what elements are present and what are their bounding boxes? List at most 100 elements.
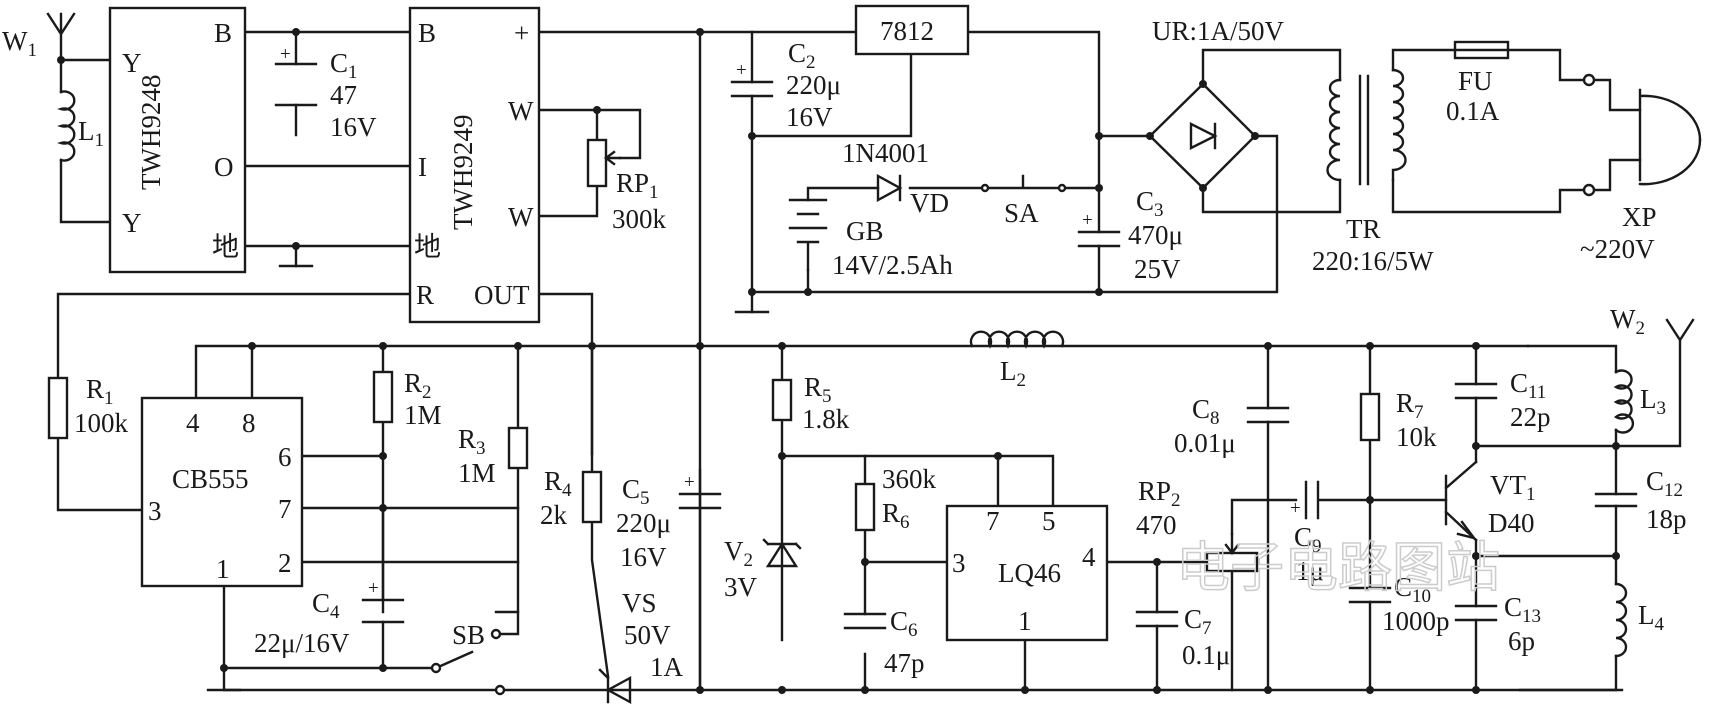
twh9249-pin-r: R — [416, 280, 434, 310]
svg-text:R1: R1 — [86, 374, 114, 409]
regulator-name: 7812 — [880, 16, 934, 46]
svg-text:+: + — [280, 44, 291, 65]
svg-text:XP: XP — [1622, 202, 1657, 232]
svg-text:GB: GB — [846, 216, 884, 246]
svg-text:C2: C2 — [788, 38, 816, 73]
twh9249-pin-w1: W — [508, 96, 534, 126]
svg-text:+: + — [736, 60, 747, 81]
svg-text:47: 47 — [330, 80, 357, 110]
lq46-pin5: 5 — [1042, 506, 1056, 536]
svg-text:1N4001: 1N4001 — [842, 138, 929, 168]
cb555-pin3: 3 — [148, 496, 162, 526]
inductor-l2: L2 — [969, 330, 1065, 391]
twh9249-pin-out: OUT — [474, 280, 530, 310]
svg-text:R4: R4 — [544, 466, 572, 501]
svg-text:220μ: 220μ — [786, 70, 841, 100]
svg-text:C10: C10 — [1394, 572, 1431, 607]
capacitor-c3: + C3 470μ 25V — [1077, 186, 1183, 284]
svg-text:220μ: 220μ — [616, 508, 671, 538]
svg-text:470μ: 470μ — [1128, 220, 1183, 250]
svg-text:16V: 16V — [330, 112, 377, 142]
svg-text:14V/2.5Ah: 14V/2.5Ah — [832, 250, 953, 280]
twh9249-pin-gnd: 地 — [414, 232, 441, 262]
svg-text:SB: SB — [452, 620, 485, 650]
toggle-switch — [430, 662, 506, 696]
twh9249-pin-w2: W — [508, 202, 534, 232]
capacitor-c11: C11 22p — [1454, 368, 1551, 432]
svg-text:18p: 18p — [1646, 504, 1687, 534]
inductor-l3: L3 — [1613, 369, 1666, 434]
ic-cb555-name: CB555 — [172, 464, 249, 494]
svg-text:+: + — [684, 472, 695, 493]
twh9248-pin-y2: Y — [122, 208, 142, 238]
capacitor-c13: C13 6p — [1454, 592, 1541, 656]
svg-text:47p: 47p — [884, 648, 925, 678]
resistor-r2: R2 1M — [372, 368, 442, 430]
zener-v2: V2 3V — [724, 536, 802, 602]
svg-text:1A: 1A — [650, 652, 684, 682]
lq46-pin7: 7 — [986, 506, 1000, 536]
svg-text:1M: 1M — [458, 458, 496, 488]
ground-symbols — [206, 264, 770, 692]
svg-text:220:16/5W: 220:16/5W — [1312, 246, 1434, 276]
svg-text:C7: C7 — [1184, 604, 1212, 639]
svg-text:L4: L4 — [1638, 600, 1665, 635]
battery-gb: GB 14V/2.5Ah — [788, 198, 953, 280]
svg-text:2k: 2k — [540, 500, 568, 530]
ic-cb555: CB555 4 8 6 7 3 2 1 — [140, 396, 304, 588]
svg-text:C4: C4 — [312, 588, 340, 623]
svg-text:VD: VD — [910, 188, 949, 218]
svg-text:C13: C13 — [1504, 592, 1541, 627]
svg-text:+: + — [1290, 498, 1301, 519]
cb555-pin6: 6 — [278, 442, 292, 472]
svg-text:0.1μ: 0.1μ — [1182, 640, 1230, 670]
svg-text:22p: 22p — [1510, 402, 1551, 432]
svg-text:R5: R5 — [804, 372, 832, 407]
svg-text:L2: L2 — [1000, 356, 1026, 391]
svg-text:16V: 16V — [786, 102, 833, 132]
cb555-pin8: 8 — [242, 408, 256, 438]
ic-twh9248-name: TWH9248 — [136, 75, 166, 190]
inductor-l4: L4 — [1614, 582, 1665, 658]
svg-text:6p: 6p — [1508, 626, 1535, 656]
svg-text:0.01μ: 0.01μ — [1174, 428, 1236, 458]
twh9248-pin-o: O — [214, 152, 234, 182]
twh9249-pin-b: B — [418, 18, 436, 48]
twh9248-pin-y1: Y — [122, 48, 142, 78]
resistor-r5: R5 1.8k — [771, 372, 850, 434]
capacitor-c4: + C4 22μ/16V — [254, 578, 405, 658]
svg-text:VS: VS — [622, 588, 657, 618]
svg-text:360k: 360k — [882, 464, 937, 494]
diode-vd: 1N4001 VD — [842, 138, 949, 218]
svg-text:+: + — [1082, 210, 1093, 231]
ic-twh9248: TWH9248 Y Y B O 地 — [108, 6, 247, 274]
svg-text:UR:1A/50V: UR:1A/50V — [1152, 16, 1285, 46]
svg-text:C3: C3 — [1136, 186, 1164, 221]
capacitor-c5: + C5 220μ 16V — [616, 472, 722, 572]
capacitor-c12: C12 18p — [1594, 466, 1687, 534]
watermark-text: 电子电路图站 — [1176, 536, 1500, 599]
svg-text:D40: D40 — [1488, 508, 1535, 538]
ic-twh9249: TWH9249 B I 地 R + W W OUT — [408, 6, 541, 324]
switch-sa: SA — [980, 174, 1067, 228]
bridge-rectifier-ur: UR:1A/50V — [1148, 16, 1285, 190]
svg-text:~220V: ~220V — [1580, 234, 1655, 264]
svg-text:W2: W2 — [1610, 304, 1645, 339]
regulator-7812: 7812 — [854, 4, 970, 56]
antenna-w1: W1 — [2, 26, 37, 61]
svg-text:R2: R2 — [404, 368, 432, 403]
twh9249-pin-plus: + — [514, 18, 529, 48]
svg-text:C12: C12 — [1646, 466, 1683, 501]
svg-text:10k: 10k — [1396, 422, 1437, 452]
capacitor-c2: + C2 220μ 16V — [730, 38, 841, 132]
capacitor-c9: + C9 1μ — [1290, 480, 1324, 586]
svg-text:1μ: 1μ — [1296, 556, 1324, 586]
svg-text:FU: FU — [1458, 66, 1493, 96]
ic-lq46-name: LQ46 — [998, 558, 1061, 588]
svg-text:TR: TR — [1346, 214, 1381, 244]
svg-text:C8: C8 — [1192, 394, 1220, 429]
svg-text:C1: C1 — [330, 48, 358, 83]
cb555-pin1: 1 — [216, 554, 230, 584]
twh9248-pin-b: B — [214, 18, 232, 48]
